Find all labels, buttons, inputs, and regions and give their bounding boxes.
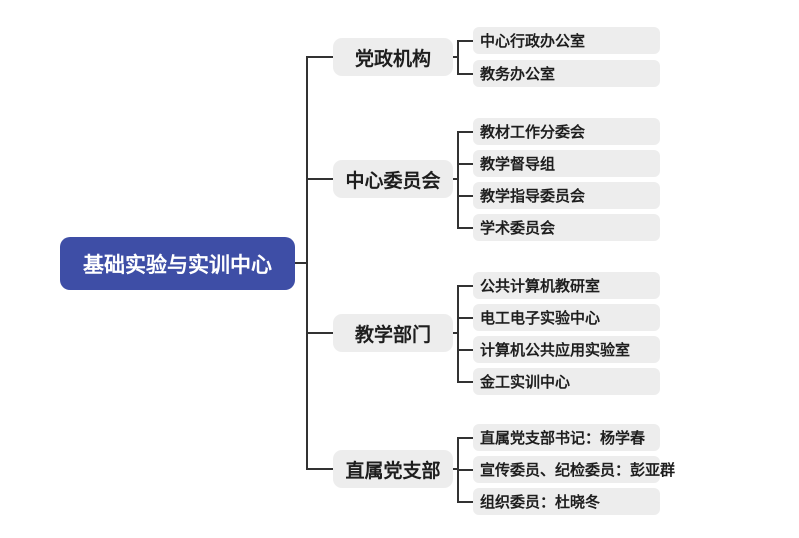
child-stub-2-3 <box>457 195 473 197</box>
leaf-node: 学术委员会 <box>473 214 660 241</box>
branch-stub-left-3 <box>306 332 333 334</box>
child-stub-3-4 <box>457 381 473 383</box>
branch-stub-left-1 <box>306 56 333 58</box>
connector-root-trunk <box>294 262 306 264</box>
child-stub-3-2 <box>457 317 473 319</box>
child-stub-2-1 <box>457 131 473 133</box>
leaf-node: 教学指导委员会 <box>473 182 660 209</box>
branch-stub-right-3 <box>453 332 459 334</box>
child-stub-4-1 <box>457 437 473 439</box>
leaf-node: 中心行政办公室 <box>473 27 660 54</box>
child-stub-4-2 <box>457 469 473 471</box>
leaf-node: 组织委员：杜晓冬 <box>473 488 660 515</box>
branch-node-dangzheng: 党政机构 <box>333 38 453 76</box>
leaf-node: 计算机公共应用实验室 <box>473 336 660 363</box>
branch-node-jiaoxue: 教学部门 <box>333 314 453 352</box>
trunk-line <box>306 56 308 470</box>
leaf-node: 教务办公室 <box>473 60 660 87</box>
child-stub-1-1 <box>457 40 473 42</box>
branch-stub-left-4 <box>306 468 333 470</box>
leaf-node: 金工实训中心 <box>473 368 660 395</box>
leaf-node: 教材工作分委会 <box>473 118 660 145</box>
leaf-node: 教学督导组 <box>473 150 660 177</box>
child-stub-2-4 <box>457 227 473 229</box>
child-stub-2-2 <box>457 163 473 165</box>
child-stub-1-2 <box>457 73 473 75</box>
children-vline-2 <box>457 131 459 229</box>
leaf-node: 公共计算机教研室 <box>473 272 660 299</box>
branch-node-weiyuanhui: 中心委员会 <box>333 160 453 198</box>
leaf-node: 电工电子实验中心 <box>473 304 660 331</box>
leaf-node: 直属党支部书记：杨学春 <box>473 424 660 451</box>
children-vline-3 <box>457 285 459 383</box>
child-stub-4-3 <box>457 501 473 503</box>
child-stub-3-1 <box>457 285 473 287</box>
branch-stub-right-2 <box>453 178 459 180</box>
leaf-node: 宣传委员、纪检委员：彭亚群 <box>473 456 675 483</box>
root-node: 基础实验与实训中心 <box>60 237 295 290</box>
branch-stub-right-1 <box>453 56 459 58</box>
branch-node-dangzhibu: 直属党支部 <box>333 450 453 488</box>
branch-stub-right-4 <box>453 468 459 470</box>
branch-stub-left-2 <box>306 178 333 180</box>
children-vline-1 <box>457 40 459 75</box>
child-stub-3-3 <box>457 349 473 351</box>
